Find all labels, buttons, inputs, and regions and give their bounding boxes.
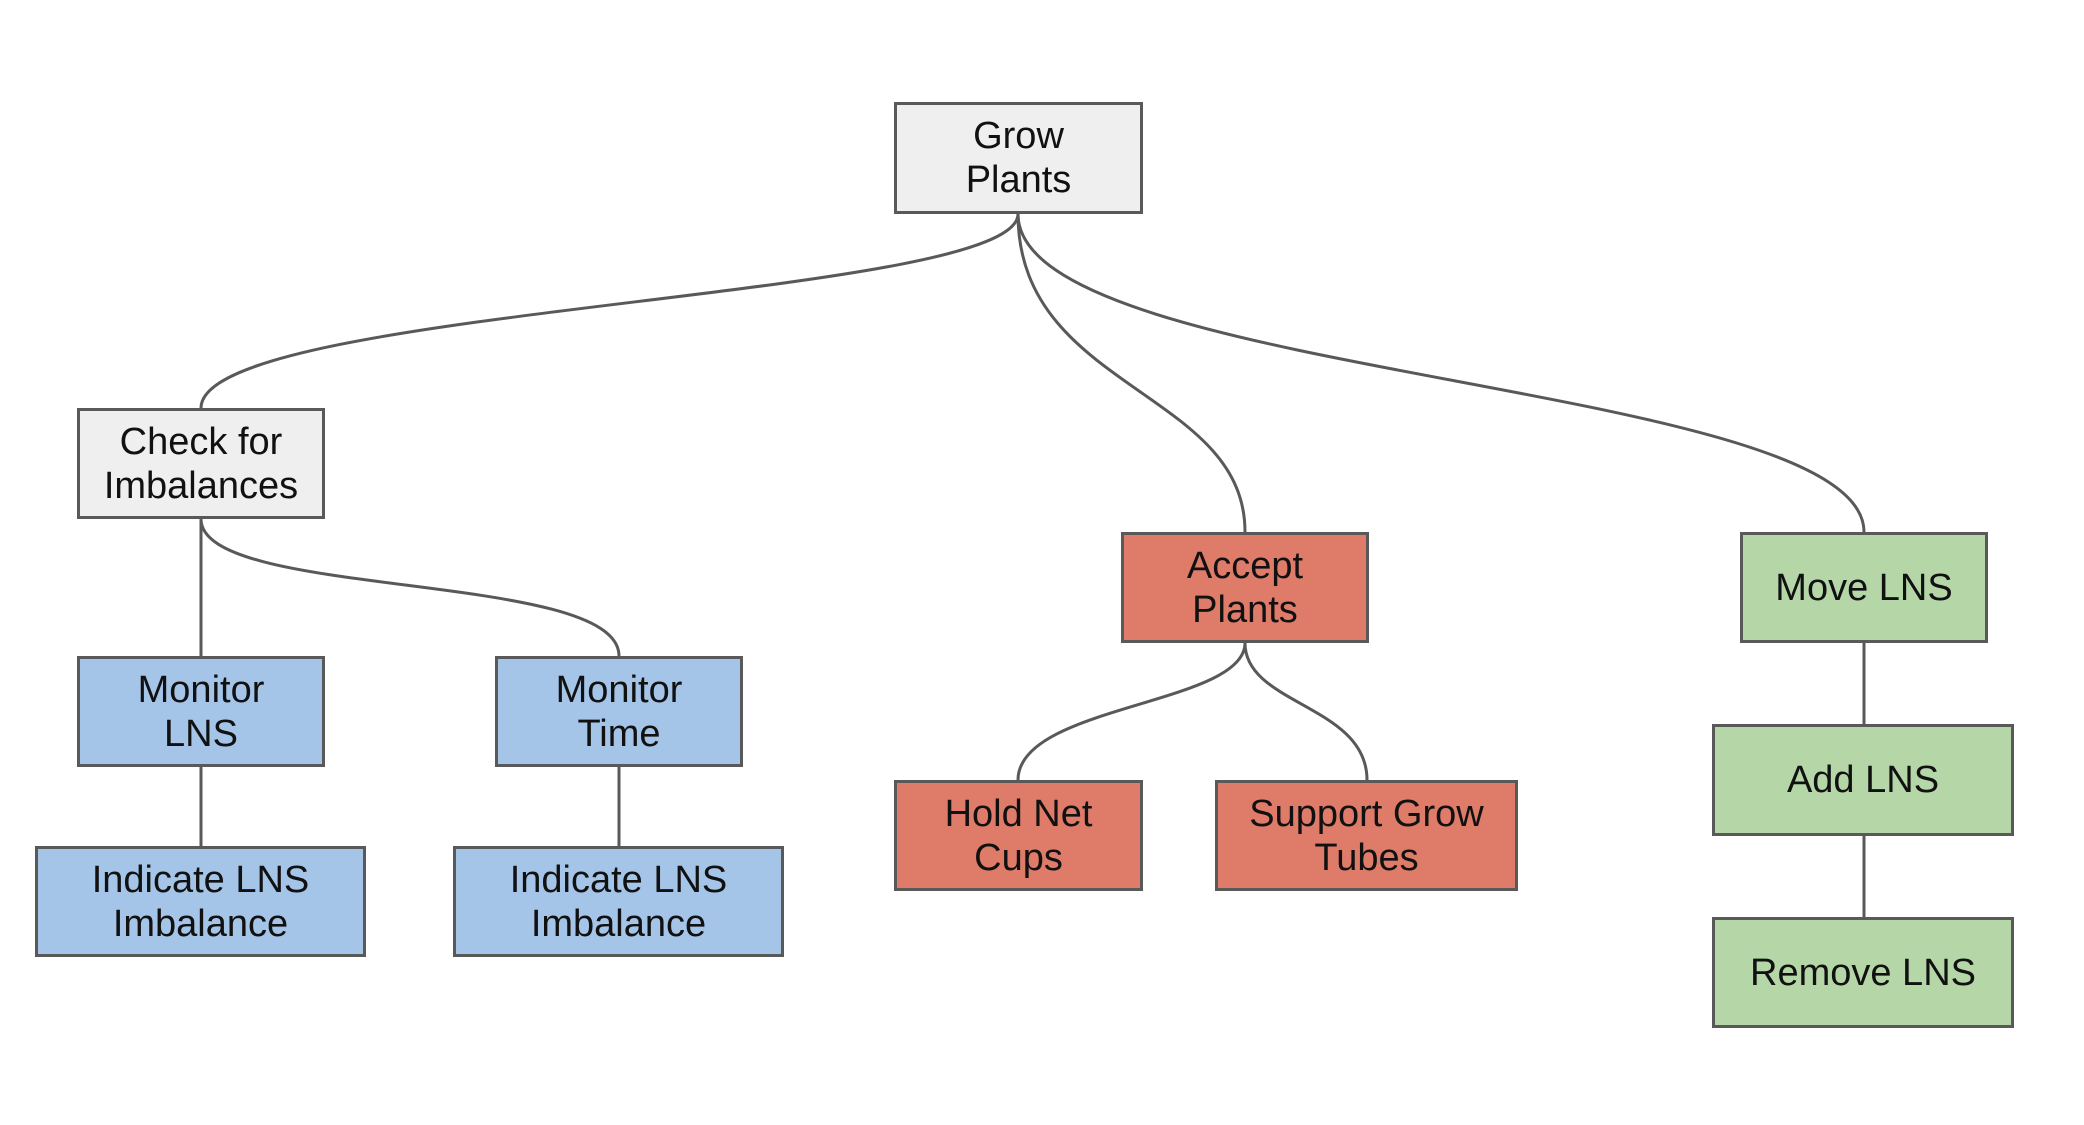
node-add-lns: Add LNS: [1712, 724, 2014, 836]
node-monitor-time: Monitor Time: [495, 656, 743, 767]
node-check-for-imbalances: Check for Imbalances: [77, 408, 325, 519]
connector-accept-to-support: [1243, 642, 1369, 781]
node-label: Monitor LNS: [137, 668, 265, 755]
connector-check-to-monitor-time: [199, 518, 621, 657]
node-label: Add LNS: [1786, 759, 1940, 801]
node-indicate-lns-imbalance: Indicate LNS Imbalance: [35, 846, 366, 957]
connector-grow-to-accept: [1016, 213, 1247, 533]
node-remove-lns: Remove LNS: [1712, 917, 2014, 1028]
node-hold-net-cups: Hold Net Cups: [894, 780, 1143, 891]
node-label: Support Grow Tubes: [1249, 792, 1484, 879]
node-grow-plants: Grow Plants: [894, 102, 1143, 214]
node-label: Move LNS: [1775, 566, 1953, 609]
node-label: Monitor Time: [555, 668, 683, 755]
connector-grow-to-move: [1016, 213, 1866, 533]
connector-accept-to-hold: [1016, 642, 1247, 781]
node-move-lns: Move LNS: [1740, 532, 1988, 643]
node-accept-plants: Accept Plants: [1121, 532, 1369, 643]
node-support-grow-tubes: Support Grow Tubes: [1215, 780, 1518, 891]
node-label: Accept Plants: [1186, 544, 1304, 631]
node-indicate-lns-imbalance: Indicate LNS Imbalance: [453, 846, 784, 957]
node-label: Remove LNS: [1750, 951, 1976, 994]
node-monitor-lns: Monitor LNS: [77, 656, 325, 767]
node-label: Indicate LNS Imbalance: [91, 858, 310, 945]
node-label: Hold Net Cups: [944, 792, 1093, 879]
node-label: Indicate LNS Imbalance: [509, 858, 728, 945]
connector-grow-to-check: [199, 213, 1020, 409]
node-label: Grow Plants: [965, 115, 1072, 201]
node-label: Check for Imbalances: [103, 420, 299, 507]
